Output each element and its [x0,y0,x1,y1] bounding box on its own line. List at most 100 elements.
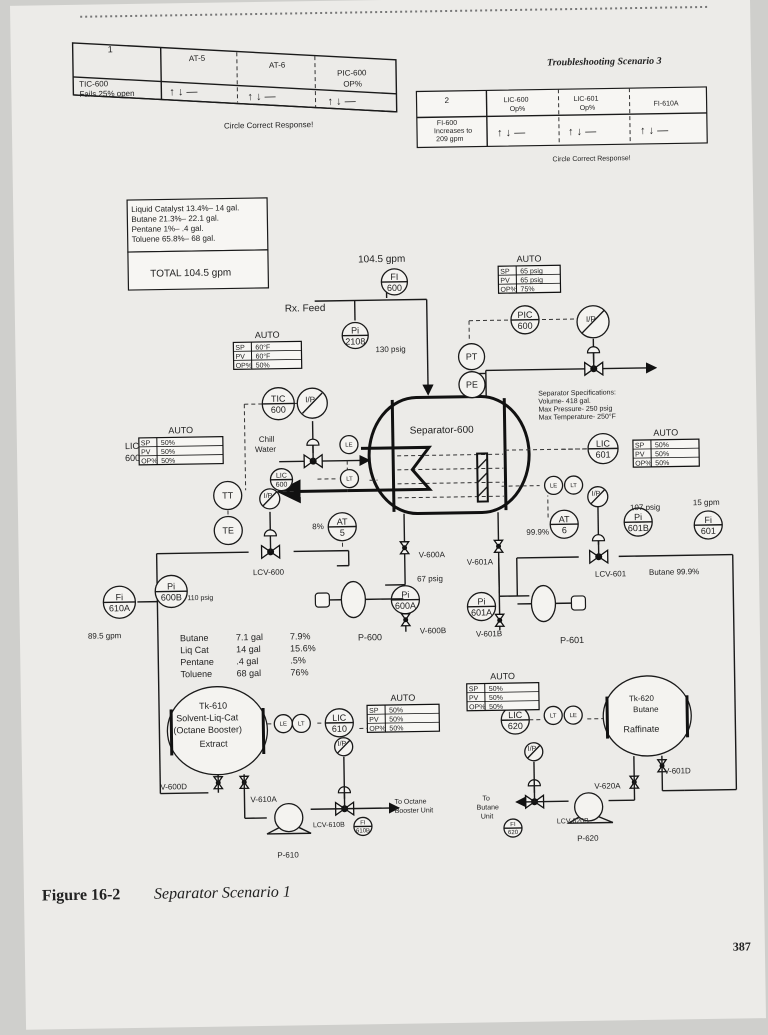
tic600-row-value: 60°F [255,343,270,351]
pic600-row-value: 75% [520,286,534,293]
tic600-control-valve[interactable] [304,439,322,468]
te-tag: TE [222,525,234,535]
troubleshooting-table-1: 1 AT-5 AT-6 PIC-600 OP% TIC-600 Fails 25… [73,38,397,133]
lt600-tag: LT [346,477,353,483]
table2-row-label-3: 209 gpm [436,136,464,143]
le610-tag: LE [280,722,287,728]
figure-title: Separator Scenario 1 [154,884,291,903]
lic610-tag-bottom: 610 [332,724,347,734]
tic600-row-value: 50% [256,362,270,369]
pt-tag: PT [466,352,478,362]
lt620-tag: LT [550,713,557,719]
tk610-label-4: Extract [200,739,229,749]
tic600-tag-bottom: 600 [271,405,286,415]
table1-arrows-3[interactable]: ↑ ↓ — [327,95,355,107]
table2-arrows-3[interactable]: ↑ ↓ — [640,125,668,137]
table1-row-label-1: TIC-600 [79,79,109,88]
spec-line-2: Volume- 418 gal. [538,398,591,406]
le601-tag: LE [550,483,557,489]
at5-tag-bottom: 5 [340,528,345,538]
comp-gal: .4 gal [236,656,258,666]
psig-67-label: 67 psig [417,574,443,583]
gpm-15-label: 15 gpm [693,498,720,507]
pic600-tag-top: PIC [517,310,533,320]
ip-label: I/P [305,395,315,404]
table1-arrows-2[interactable]: ↑ ↓ — [247,91,275,103]
table1-col-pic600: PIC-600 [337,68,367,77]
feed-composition-box: Liquid Catalyst 13.4%– 14 gal. Butane 21… [127,198,268,290]
chill-water-label-2: Water [255,445,277,454]
le620-tag: LE [570,713,577,719]
lcv620b-label: LCV-620B [557,818,589,826]
ip-converter-tic600: I/P [297,388,327,418]
lic600-mode: AUTO [168,425,193,435]
fi610b-tag-bottom: 610B [356,828,370,834]
tic600-row-label: PV [235,354,245,361]
tic600-row-value: 60°F [255,352,270,360]
pt-instrument: PT [458,343,484,369]
lt601-instrument: LT [564,476,582,494]
lcv600-control-valve[interactable] [261,530,279,559]
separator-specs: Separator Specifications: Volume- 418 ga… [538,389,616,421]
lic601-row-label: PV [635,451,645,458]
pump-p601 [517,585,586,622]
table1-arrows-1[interactable]: ↑ ↓ — [169,86,197,98]
lcv601-control-valve[interactable] [589,535,607,564]
pi601a-tag-bottom: 601A [471,607,492,617]
at6-instrument: AT6 [550,510,578,538]
table2-row-label-2: Increases to [434,128,472,136]
table2-arrows-1[interactable]: ↑ ↓ — [497,127,525,139]
lic600-faceplate-prefix: LIC [125,441,140,451]
p600-label: P-600 [358,632,382,642]
pump-p610 [267,803,311,834]
fi610b-tag-top: FI [360,820,366,826]
p610-label: P-610 [277,850,299,859]
te-instrument: TE [214,516,242,544]
pic600-control-valve[interactable] [584,347,602,376]
table1-row-label-2: Fails 25% open [79,89,134,99]
tic600-tag-top: TIC [271,394,286,404]
lic610-row-value: 50% [389,725,403,732]
comp-pct: 76% [290,667,308,677]
lcv600-label: LCV-600 [253,568,285,577]
lic620-tag-bottom: 620 [508,721,523,731]
fi610a-tag-top: Fi [115,592,123,602]
separator-pid-diagram: 1 AT-5 AT-6 PIC-600 OP% TIC-600 Fails 25… [10,0,766,1030]
le620-instrument: LE [564,706,582,724]
separator-label: Separator-600 [410,425,475,437]
lic610-mode: AUTO [390,693,415,703]
troubleshooting-table-2: Troubleshooting Scenario 3 2 LIC-600 Op%… [416,55,708,166]
v600b-valve[interactable] [401,614,410,626]
table2-arrows-2[interactable]: ↑ ↓ — [568,126,596,138]
spec-line-1: Separator Specifications: [538,389,616,397]
le601-instrument: LE [544,476,562,494]
v600a-valve[interactable] [400,542,409,554]
psig-110-label: 110 psig [187,595,213,602]
pi600b-tag-top: Pi [167,581,175,591]
chill-water-label-1: Chill [259,435,275,444]
at6-percent: 99.9% [526,527,549,536]
at5-instrument: AT5 [328,513,356,541]
pic600-row-label: PV [500,278,510,285]
psig-107-label: 107 psig [630,503,660,512]
v601b-valve[interactable] [495,614,504,626]
lic601-mode: AUTO [653,427,678,437]
tank-tk610: Tk-610 Solvent-Liq-Cat (Octane Booster) … [167,686,268,776]
fi620-tag-top: FI [510,822,516,828]
v601a-valve[interactable] [494,540,503,552]
v601d-label: V-601D [664,766,691,775]
pe-instrument: PE [459,371,485,397]
